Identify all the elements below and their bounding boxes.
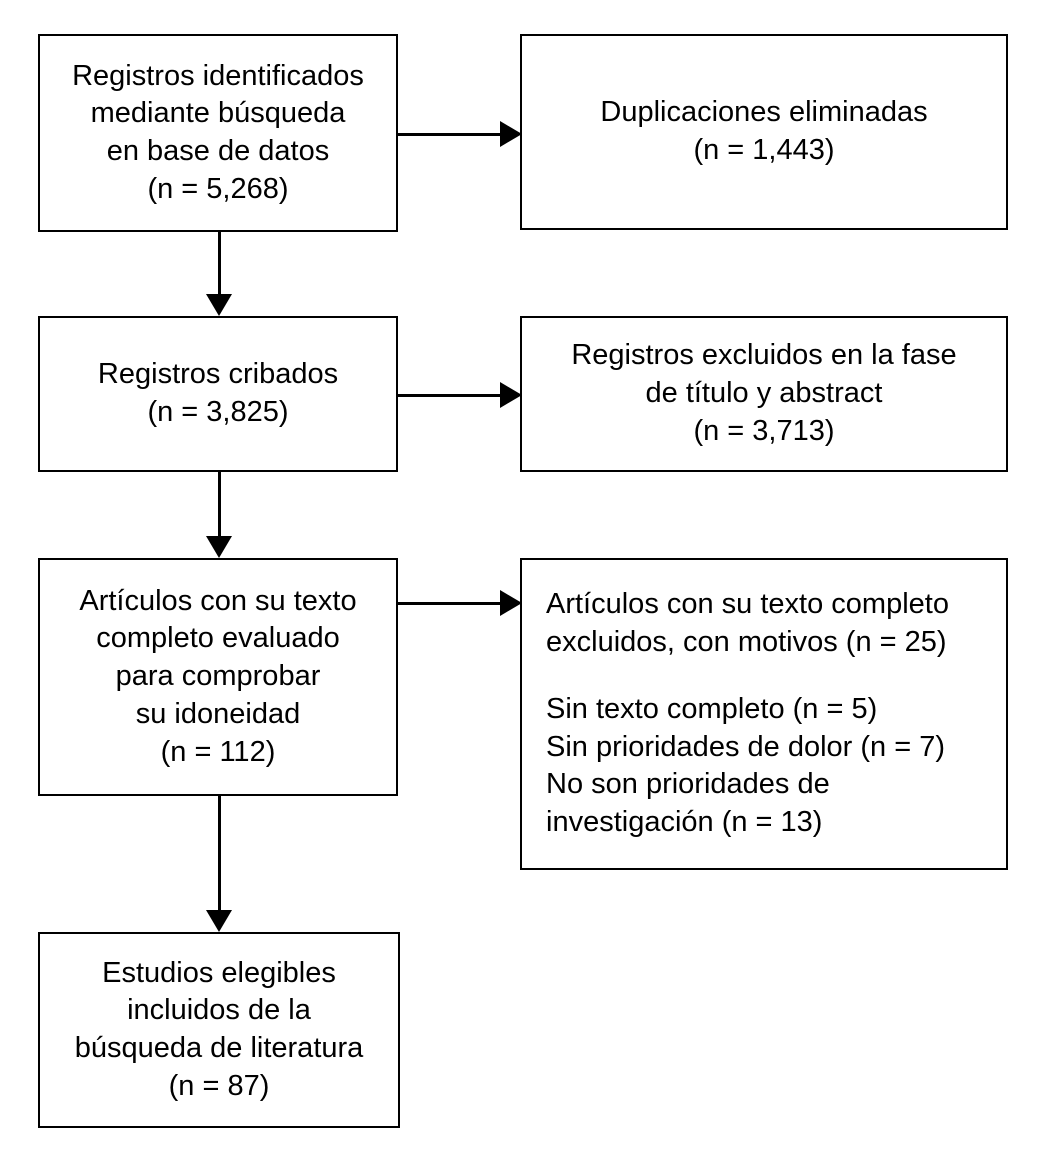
text-line: para comprobar [115,660,321,693]
text-line: Duplicaciones eliminadas [600,96,928,129]
text-line: de título y abstract [645,377,883,410]
text-line-count: (n = 3,713) [693,414,835,447]
node-fulltext-excluded-body: Artículos con su texto completo excluido… [522,586,959,841]
node-studies-included-body: Estudios elegibles incluidos de la búsqu… [75,955,364,1106]
text-line-reason: investigación (n = 13) [546,805,823,838]
node-duplicates-removed: Duplicaciones eliminadas (n = 1,443) [520,34,1008,230]
text-line-count: (n = 112) [160,735,276,768]
text-line-count: excluidos, con motivos (n = 25) [546,626,947,659]
node-records-screened: Registros cribados (n = 3,825) [38,316,398,472]
node-records-screened-body: Registros cribados (n = 3,825) [98,356,338,431]
text-line: Estudios elegibles [102,956,336,989]
arrow-head-right-icon [500,590,522,616]
text-line: búsqueda de literatura [74,1032,364,1064]
arrow-shaft [398,393,502,397]
arrow-shaft [217,796,221,912]
arrow-fulltext-to-included [205,796,233,932]
text-line: su idoneidad [135,697,301,730]
text-line-reason: No son prioridades de [546,768,830,801]
text-line: Registros excluidos en la fase [571,339,957,372]
text-line-reason: Sin prioridades de dolor (n = 7) [546,730,945,763]
text-line: Registros cribados [97,358,339,391]
arrow-shaft [217,472,221,538]
node-records-identified: Registros identificados mediante búsqued… [38,34,398,232]
text-line: Artículos con su texto [79,584,357,617]
arrow-shaft [217,232,221,296]
node-records-excluded-title-abstract-body: Registros excluidos en la fase de título… [571,337,956,450]
arrow-shaft [398,601,502,605]
arrow-head-down-icon [206,910,232,932]
node-duplicates-removed-body: Duplicaciones eliminadas (n = 1,443) [600,94,927,169]
node-fulltext-excluded-with-reasons: Artículos con su texto completo excluido… [520,558,1008,870]
arrow-screened-to-excluded-title-abstract [398,381,522,409]
text-line: Registros identificados [72,59,364,92]
text-line: en base de datos [106,135,330,167]
arrow-screened-to-fulltext [205,472,233,558]
arrow-identified-to-duplicates [398,120,522,148]
node-fulltext-assessed-body: Artículos con su texto completo evaluado… [79,583,356,771]
node-fulltext-assessed: Artículos con su texto completo evaluado… [38,558,398,796]
arrow-head-down-icon [206,294,232,316]
text-line-count: (n = 3,825) [147,396,289,428]
arrow-shaft [398,132,502,136]
text-line: incluidos de la [127,994,311,1027]
text-line-reason: Sin texto completo (n = 5) [546,692,878,725]
text-line-count: (n = 5,268) [147,172,289,205]
text-line: mediante búsqueda [90,97,346,130]
node-records-excluded-title-abstract: Registros excluidos en la fase de título… [520,316,1008,472]
text-line-count: (n = 87) [168,1069,270,1102]
text-line: Artículos con su texto completo [546,588,949,621]
arrow-head-down-icon [206,536,232,558]
text-line-count: (n = 1,443) [693,134,835,166]
arrow-head-right-icon [500,121,522,147]
node-studies-included: Estudios elegibles incluidos de la búsqu… [38,932,400,1128]
text-line: completo evaluado [96,622,340,655]
arrow-identified-to-screened [205,232,233,316]
node-records-identified-body: Registros identificados mediante búsqued… [72,58,364,209]
arrow-fulltext-to-fulltext-excluded [398,589,522,617]
text-blank-line [546,662,949,691]
arrow-head-right-icon [500,382,522,408]
